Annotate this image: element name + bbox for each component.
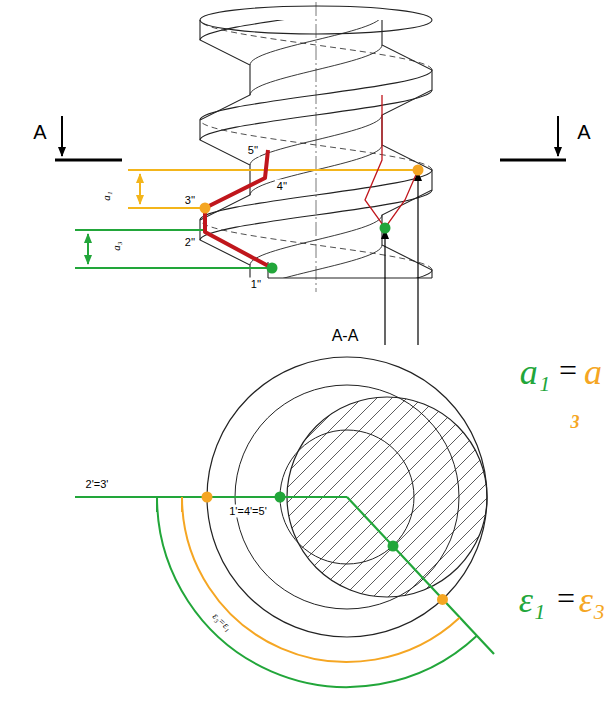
point-label: 2'': [183, 236, 197, 249]
equation-term: ε₁: [519, 582, 546, 618]
section-title: A-A: [332, 328, 359, 344]
point-label: 1'': [249, 278, 263, 291]
axis-line: [316, 2, 317, 292]
equation-subscript: 3: [571, 413, 580, 431]
point-label: 2'=3': [84, 478, 111, 491]
dimension-label: a₁: [100, 189, 113, 202]
dimension-label: a₃: [110, 239, 123, 252]
point-label: 1'=4'=5': [227, 505, 269, 518]
equation-sign: =: [557, 582, 575, 614]
point-label: 5'': [246, 144, 260, 157]
equation-term: a₁: [520, 354, 551, 390]
equation-term: a: [584, 354, 602, 390]
point-label: 3'': [183, 194, 197, 207]
section-letter: A: [577, 122, 590, 142]
hatching: [270, 360, 520, 610]
equation-sign: =: [559, 354, 577, 386]
point-label: 4'': [275, 180, 289, 193]
section-letter: A: [33, 122, 46, 142]
worm-view: [200, 20, 432, 278]
equation-term: ε₃: [579, 582, 606, 618]
